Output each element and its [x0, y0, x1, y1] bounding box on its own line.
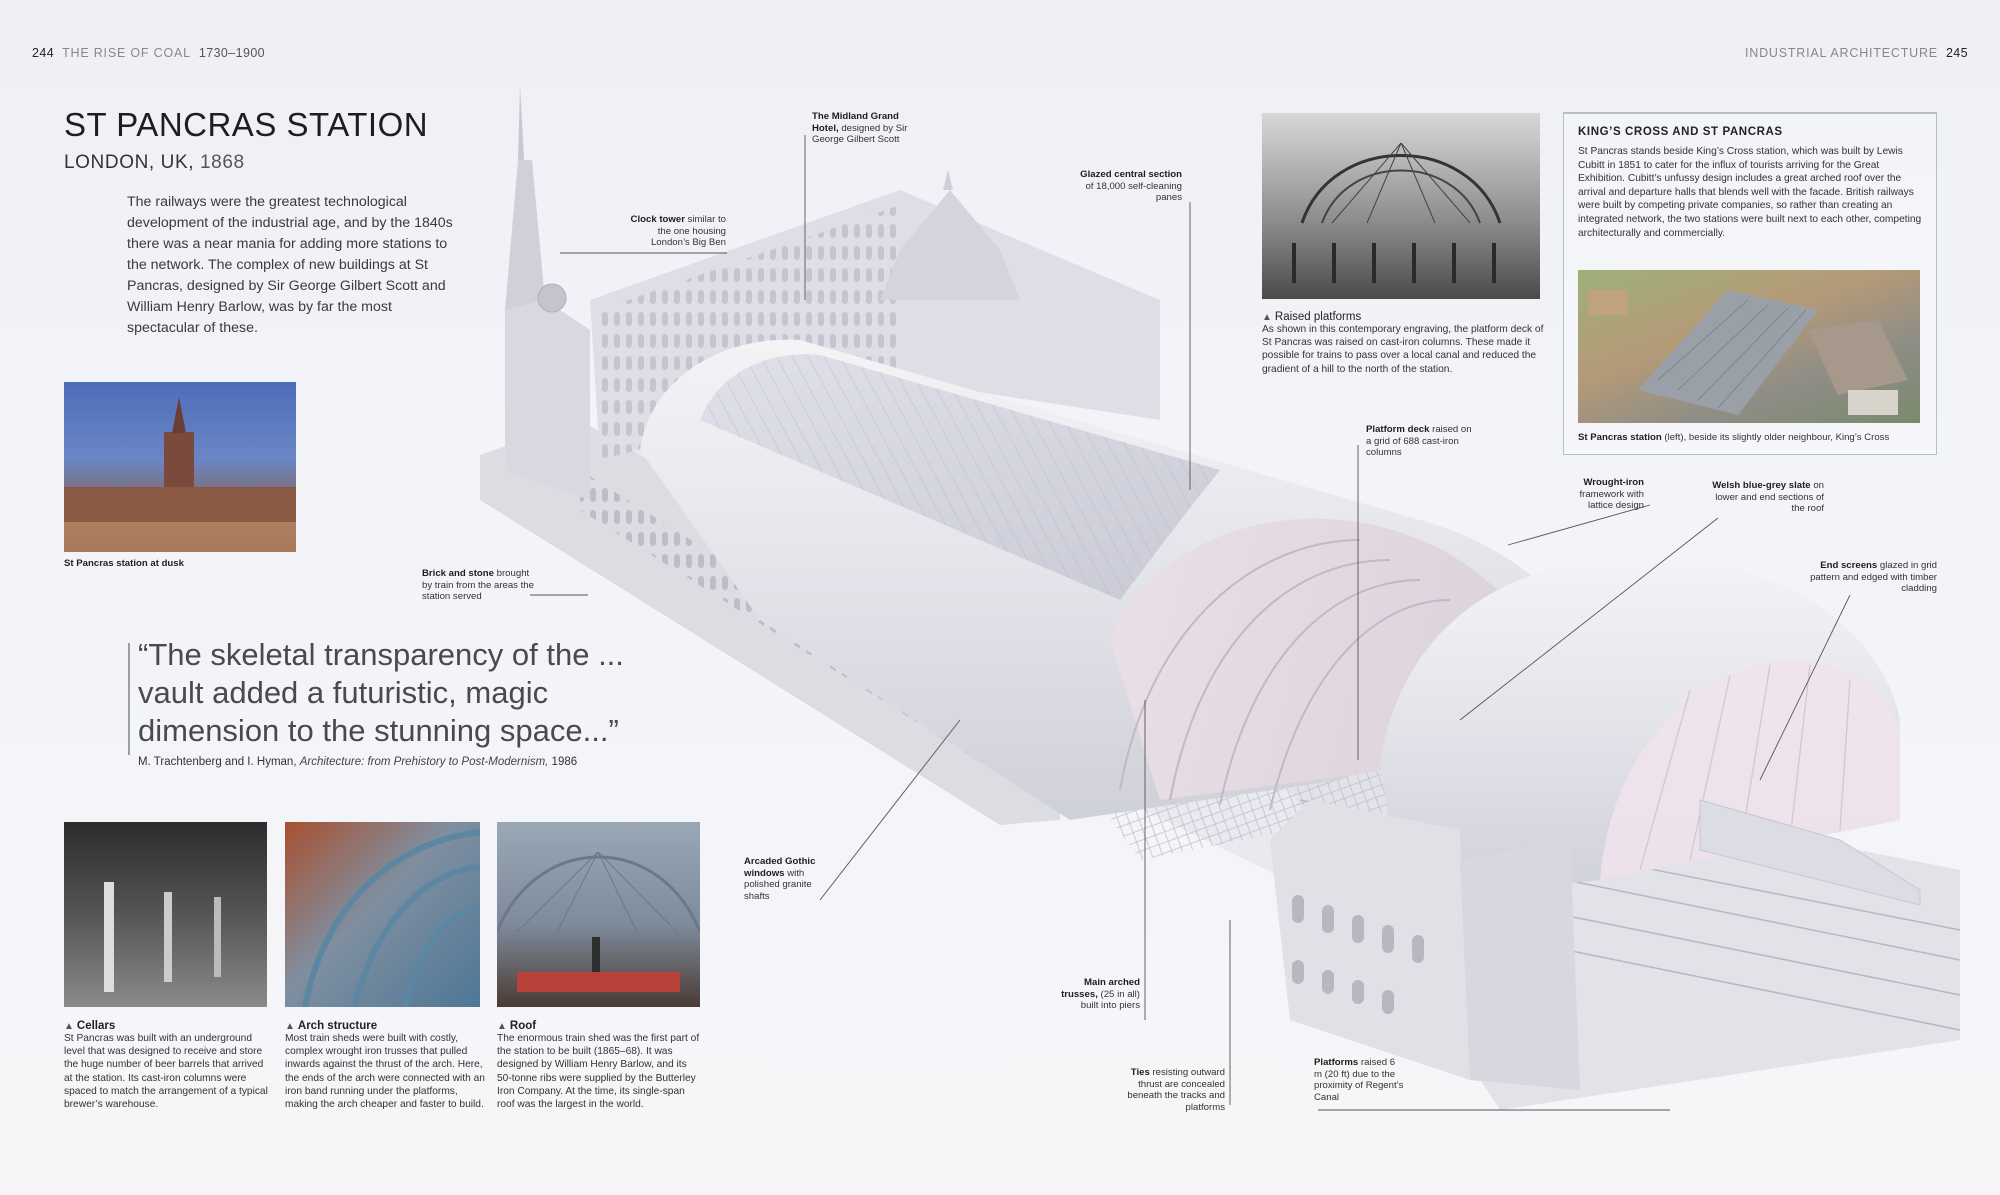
kings-cross-text: St Pancras stands beside King’s Cross st…: [1578, 146, 1922, 239]
leader-lines: [530, 135, 1851, 1111]
subtitle-year: 1868: [200, 152, 245, 173]
clock-tower-spire: [518, 85, 524, 160]
hotel-roof: [880, 190, 1020, 300]
label-gothic-windows: Arcaded Gothic windows with polished gra…: [744, 856, 816, 902]
intro-paragraph: The railways were the greatest technolog…: [127, 194, 453, 336]
clock-tower: [505, 300, 590, 500]
section-dates: 1730–1900: [198, 46, 266, 60]
roof-caption: ▲Roof The enormous train shed was the fi…: [497, 1020, 700, 1111]
front-tower: [1460, 840, 1580, 1090]
photo-roof: [497, 822, 700, 1007]
label-wrought-iron: Wrought-iron framework with lattice desi…: [1579, 477, 1644, 511]
wrought-iron-trusses: [1119, 539, 1451, 811]
front-building: [1270, 800, 1470, 1080]
photo-aerial: [1578, 270, 1920, 423]
quote-bar: [128, 643, 130, 755]
subtitle-place: LONDON, UK,: [64, 152, 195, 173]
label-welsh-slate: Welsh blue-grey slate on lower and end s…: [1712, 480, 1824, 514]
photo-arch-structure: [285, 822, 480, 1007]
kings-cross-heading: KING’S CROSS AND ST PANCRAS: [1578, 126, 1783, 138]
triangle-icon: ▲: [497, 1021, 507, 1032]
train: [1699, 799, 1921, 906]
clock-face: [537, 283, 567, 313]
end-screen: [1600, 660, 1900, 880]
section-name-left: THE RISE OF COAL: [62, 46, 191, 60]
cellars-caption: ▲Cellars St Pancras was built with an un…: [64, 1020, 268, 1111]
section-name-right: INDUSTRIAL ARCHITECTURE: [1744, 46, 1938, 60]
page-subtitle: LONDON, UK, 1868: [64, 152, 245, 174]
photo-station-dusk: [64, 382, 296, 552]
raised-platforms-caption: ▲Raised platforms As shown in this conte…: [1262, 311, 1544, 375]
label-clock-tower: Clock tower similar to the one housing L…: [630, 214, 726, 248]
caption-station-dusk: St Pancras station at dusk: [64, 558, 184, 569]
label-end-screens: End screens glazed in grid pattern and e…: [1810, 560, 1937, 594]
triangle-icon: ▲: [64, 1021, 74, 1032]
quote-attribution: M. Trachtenberg and I. Hyman, Architectu…: [138, 756, 578, 768]
folio-right: INDUSTRIAL ARCHITECTURE 245: [1745, 46, 1968, 60]
label-brick-stone: Brick and stone brought by train from th…: [422, 568, 534, 602]
page-number-right: 245: [1945, 46, 1968, 60]
aerial-caption: St Pancras station (left), beside its sl…: [1578, 432, 1890, 443]
page-number-left: 244: [32, 46, 55, 60]
photo-cellars: [64, 822, 267, 1007]
label-midland-hotel: The Midland Grand Hotel, designed by Sir…: [812, 111, 908, 145]
label-platform-deck: Platform deck raised on a grid of 688 ca…: [1366, 424, 1472, 458]
label-platforms: Platforms raised 6 m (20 ft) due to the …: [1314, 1057, 1404, 1103]
folio-left: 244 THE RISE OF COAL 1730–1900: [32, 46, 265, 60]
triangle-icon: ▲: [1262, 312, 1272, 323]
front-windows: [1292, 895, 1424, 1014]
label-ties: Ties resisting outward thrust are concea…: [1127, 1067, 1225, 1113]
arch-caption: ▲Arch structure Most train sheds were bu…: [285, 1020, 485, 1111]
page-title: ST PANCRAS STATION: [64, 106, 429, 143]
triangle-icon: ▲: [285, 1021, 295, 1032]
label-main-trusses: Main arched trusses, (25 in all) built i…: [1061, 977, 1140, 1011]
quote-text: “The skeletal transparency of the ... va…: [138, 637, 624, 748]
label-glazed-section: Glazed central section of 18,000 self-cl…: [1080, 169, 1182, 203]
photo-engraving: [1262, 113, 1540, 299]
